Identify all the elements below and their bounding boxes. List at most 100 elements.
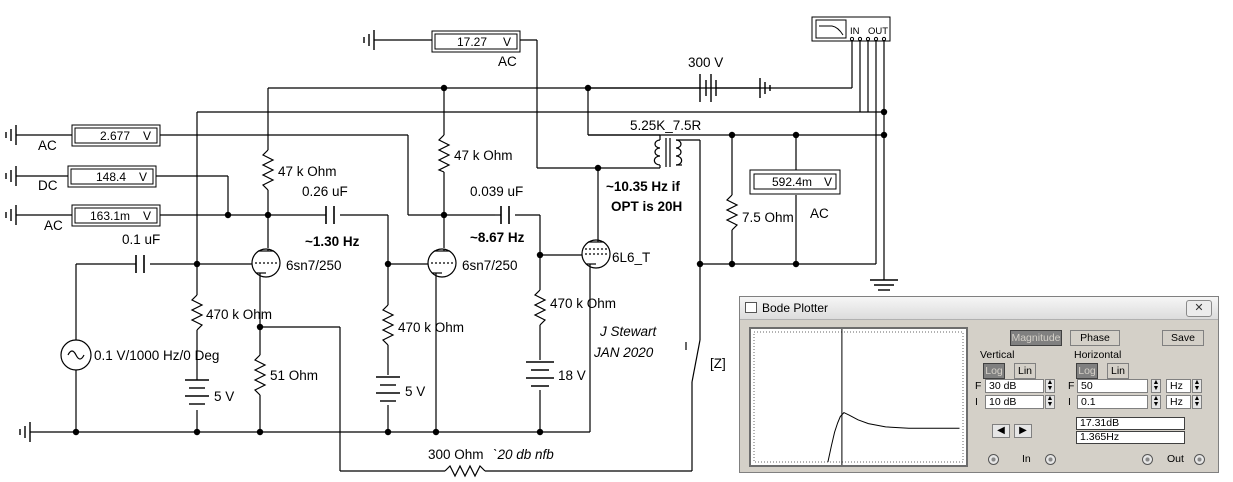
resistor-grid2	[381, 304, 395, 346]
meter-1-unit: V	[503, 35, 511, 49]
vertical-final-spinner[interactable]: ▲▼	[1045, 379, 1055, 393]
horizontal-initial-unit-spinner[interactable]: ▲▼	[1192, 395, 1202, 409]
vertical-final-field[interactable]: 30 dB	[985, 379, 1044, 393]
meter-2-mode: AC	[38, 138, 57, 153]
horizontal-initial-spinner[interactable]: ▲▼	[1151, 395, 1161, 409]
supply-battery	[699, 74, 717, 102]
cutoff-1-label: ~1.30 Hz	[305, 234, 360, 249]
ground-symbols	[5, 30, 898, 442]
meter-2-value: 2.677	[100, 129, 130, 143]
in-terminal-2[interactable]	[1045, 454, 1056, 465]
battery-3-icon	[526, 361, 554, 387]
out-terminal-2[interactable]	[1194, 454, 1205, 465]
in-terminal-label: In	[1022, 453, 1031, 465]
ground-icon	[5, 205, 17, 225]
out-terminal-label: Out	[1167, 453, 1184, 465]
meter-5-value: 592.4m	[772, 175, 812, 189]
phase-button[interactable]: Phase	[1070, 330, 1120, 346]
vertical-log-button[interactable]: Log	[983, 363, 1005, 379]
resistor-cathode	[253, 354, 267, 396]
meter-4-value: 163.1m	[90, 209, 130, 223]
capacitor-couple2	[500, 206, 510, 224]
battery-3-label: 18 V	[558, 368, 586, 383]
meter-1-mode: AC	[498, 54, 517, 69]
bode-plotter-window: Bode Plotter ✕ Magnitude Phase Save Vert…	[739, 296, 1219, 473]
horizontal-initial-field[interactable]: 0.1	[1077, 395, 1148, 409]
battery-1-icon	[185, 379, 209, 405]
cutoff-2-label: ~8.67 Hz	[470, 230, 525, 245]
tube-1-label: 6sn7/250	[286, 258, 342, 273]
arrow-left-icon: ◀	[997, 425, 1005, 436]
vertical-initial-spinner[interactable]: ▲▼	[1045, 395, 1055, 409]
bode-plot-screen[interactable]	[749, 327, 968, 467]
in-terminal-1[interactable]	[988, 454, 999, 465]
ground-icon	[5, 166, 17, 186]
resistor-grid1-label: 470 k Ohm	[206, 307, 272, 322]
tube-1-icon	[251, 248, 281, 278]
meter-5[interactable]: 592.4m V AC	[749, 169, 841, 221]
meter-5-mode: AC	[810, 206, 829, 221]
close-button[interactable]: ✕	[1186, 300, 1212, 317]
resistor-plate2-label: 47 k Ohm	[454, 148, 513, 163]
source-label: 0.1 V/1000 Hz/0 Deg	[94, 348, 219, 363]
horizontal-final-unit-spinner[interactable]: ▲▼	[1192, 379, 1202, 393]
horizontal-lin-button[interactable]: Lin	[1107, 363, 1129, 379]
horizontal-log-button[interactable]: Log	[1076, 363, 1098, 379]
out-terminal-1[interactable]	[1142, 454, 1153, 465]
horizontal-initial-unit[interactable]: Hz	[1166, 395, 1191, 409]
horizontal-i-label: I	[1068, 396, 1071, 408]
battery-1-label: 5 V	[214, 389, 234, 404]
horizontal-final-unit[interactable]: Hz	[1166, 379, 1191, 393]
resistors	[190, 134, 739, 478]
meter-1[interactable]: 17.27 V AC	[431, 30, 521, 69]
horizontal-final-field[interactable]: 50	[1077, 379, 1148, 393]
save-button[interactable]: Save	[1162, 330, 1204, 346]
bode-title: Bode Plotter	[762, 301, 829, 315]
bias-batteries	[185, 361, 554, 405]
bode-in-label: IN	[850, 26, 860, 37]
resistor-load	[725, 194, 739, 231]
resistor-grid2-label: 470 k Ohm	[398, 320, 464, 335]
plot-frame	[753, 331, 964, 463]
bode-control-panel: Magnitude Phase Save Vertical Horizontal…	[970, 327, 1214, 467]
meter-1-value: 17.27	[457, 35, 487, 49]
feedback-note: `20 db nfb	[493, 447, 554, 462]
arrow-right-icon: ▶	[1019, 425, 1027, 436]
capacitor-input	[135, 255, 145, 273]
meter-4-unit: V	[143, 209, 151, 223]
vertical-initial-field[interactable]: 10 dB	[985, 395, 1044, 409]
bode-instrument[interactable]: IN OUT	[811, 16, 891, 42]
magnitude-button[interactable]: Magnitude	[1010, 330, 1062, 346]
tube-2-label: 6sn7/250	[462, 258, 518, 273]
magnitude-curve	[827, 411, 960, 463]
bode-title-bar[interactable]: Bode Plotter ✕	[740, 297, 1218, 320]
cursor-right-button[interactable]: ▶	[1014, 424, 1032, 438]
tube-3-label: 6L6_T	[612, 250, 650, 265]
resistor-feedback-label: 300 Ohm	[428, 447, 484, 462]
readout-db: 17.31dB	[1076, 417, 1185, 430]
opt-label: 5.25K_7.5R	[630, 118, 702, 133]
filter-curve-icon	[819, 25, 844, 36]
cursor-left-button[interactable]: ◀	[992, 424, 1010, 438]
capacitor-couple1	[325, 206, 335, 224]
ac-source-icon	[60, 339, 92, 371]
meter-5-unit: V	[824, 175, 832, 189]
bode-plot	[753, 329, 964, 465]
meter-4[interactable]: 163.1m V AC	[44, 204, 161, 233]
horizontal-final-spinner[interactable]: ▲▼	[1151, 379, 1161, 393]
author-label: J Stewart	[599, 324, 658, 339]
capacitors	[130, 206, 510, 273]
vertical-lin-button[interactable]: Lin	[1014, 363, 1036, 379]
tube-3-icon	[581, 239, 611, 269]
battery-2-icon	[376, 376, 400, 402]
meter-2[interactable]: 2.677 V AC	[38, 124, 161, 153]
resistor-plate2	[437, 134, 451, 173]
horizontal-section-label: Horizontal	[1074, 349, 1122, 361]
meter-3[interactable]: 148.4 V DC	[38, 165, 157, 193]
ground-icon	[870, 279, 898, 291]
switch-icon[interactable]	[685, 339, 701, 383]
app-icon	[745, 302, 757, 313]
meter-4-mode: AC	[44, 218, 63, 233]
wires	[16, 35, 885, 472]
